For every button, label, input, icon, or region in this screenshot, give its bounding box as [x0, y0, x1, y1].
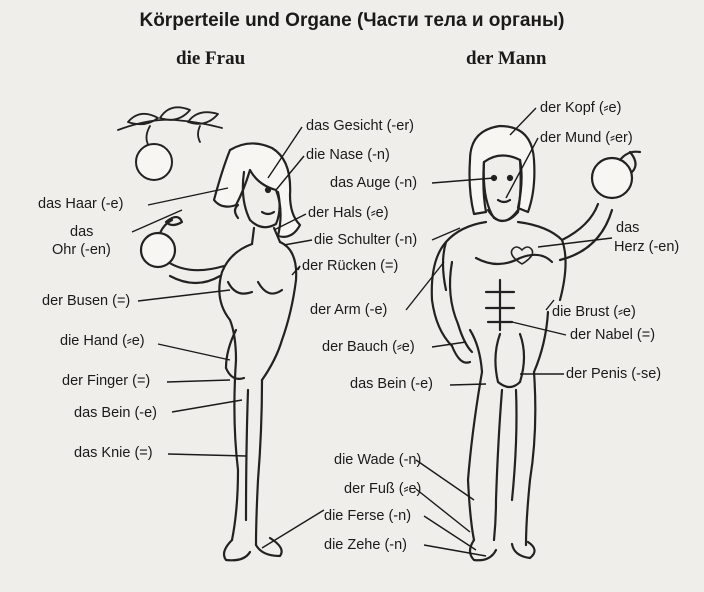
- label-ferse: die Ferse (-n): [324, 508, 412, 524]
- label-ruecken: der Rücken (=): [302, 258, 399, 274]
- heading-woman: die Frau: [176, 48, 246, 69]
- page-title: Körperteile und Organe (Части тела и орг…: [139, 10, 565, 31]
- label-hand: die Hand (⸗e): [60, 333, 145, 349]
- label-knie: das Knie (=): [74, 445, 153, 461]
- label-haar: das Haar (-e): [38, 196, 124, 212]
- label-wade: die Wade (-n): [334, 452, 422, 468]
- label-bein-man: das Bein (-e): [350, 376, 434, 392]
- label-schulter: die Schulter (-n): [314, 232, 418, 248]
- label-busen: der Busen (=): [42, 293, 131, 309]
- apple-branch-drawing: [117, 106, 223, 181]
- man-figure: [430, 124, 642, 562]
- label-nabel: der Nabel (=): [570, 327, 656, 343]
- heading-man: der Mann: [466, 48, 547, 69]
- label-ohr-line1: das: [70, 224, 94, 240]
- label-bauch: der Bauch (⸗e): [322, 339, 415, 355]
- label-arm: der Arm (-e): [310, 302, 388, 318]
- label-auge: das Auge (-n): [330, 175, 418, 191]
- label-penis: der Penis (-se): [566, 366, 662, 382]
- woman-figure: [139, 142, 302, 562]
- label-nase: die Nase (-n): [306, 147, 390, 163]
- leader-lines: [131, 107, 613, 557]
- label-herz-line2: Herz (-en): [614, 239, 680, 255]
- label-zehe: die Zehe (-n): [324, 537, 408, 553]
- label-gesicht: das Gesicht (-er): [306, 118, 414, 134]
- label-bein-woman: das Bein (-e): [74, 405, 158, 421]
- label-kopf: der Kopf (⸗e): [540, 100, 622, 116]
- label-herz-line1: das: [616, 220, 640, 236]
- label-hals: der Hals (⸗e): [308, 205, 389, 221]
- label-fuss: der Fuß (⸗e): [344, 481, 422, 497]
- label-ohr-line2: Ohr (-en): [52, 242, 111, 258]
- label-finger: der Finger (=): [62, 373, 151, 389]
- label-mund: der Mund (⸗er): [540, 130, 633, 146]
- label-brust: die Brust (⸗e): [552, 304, 636, 320]
